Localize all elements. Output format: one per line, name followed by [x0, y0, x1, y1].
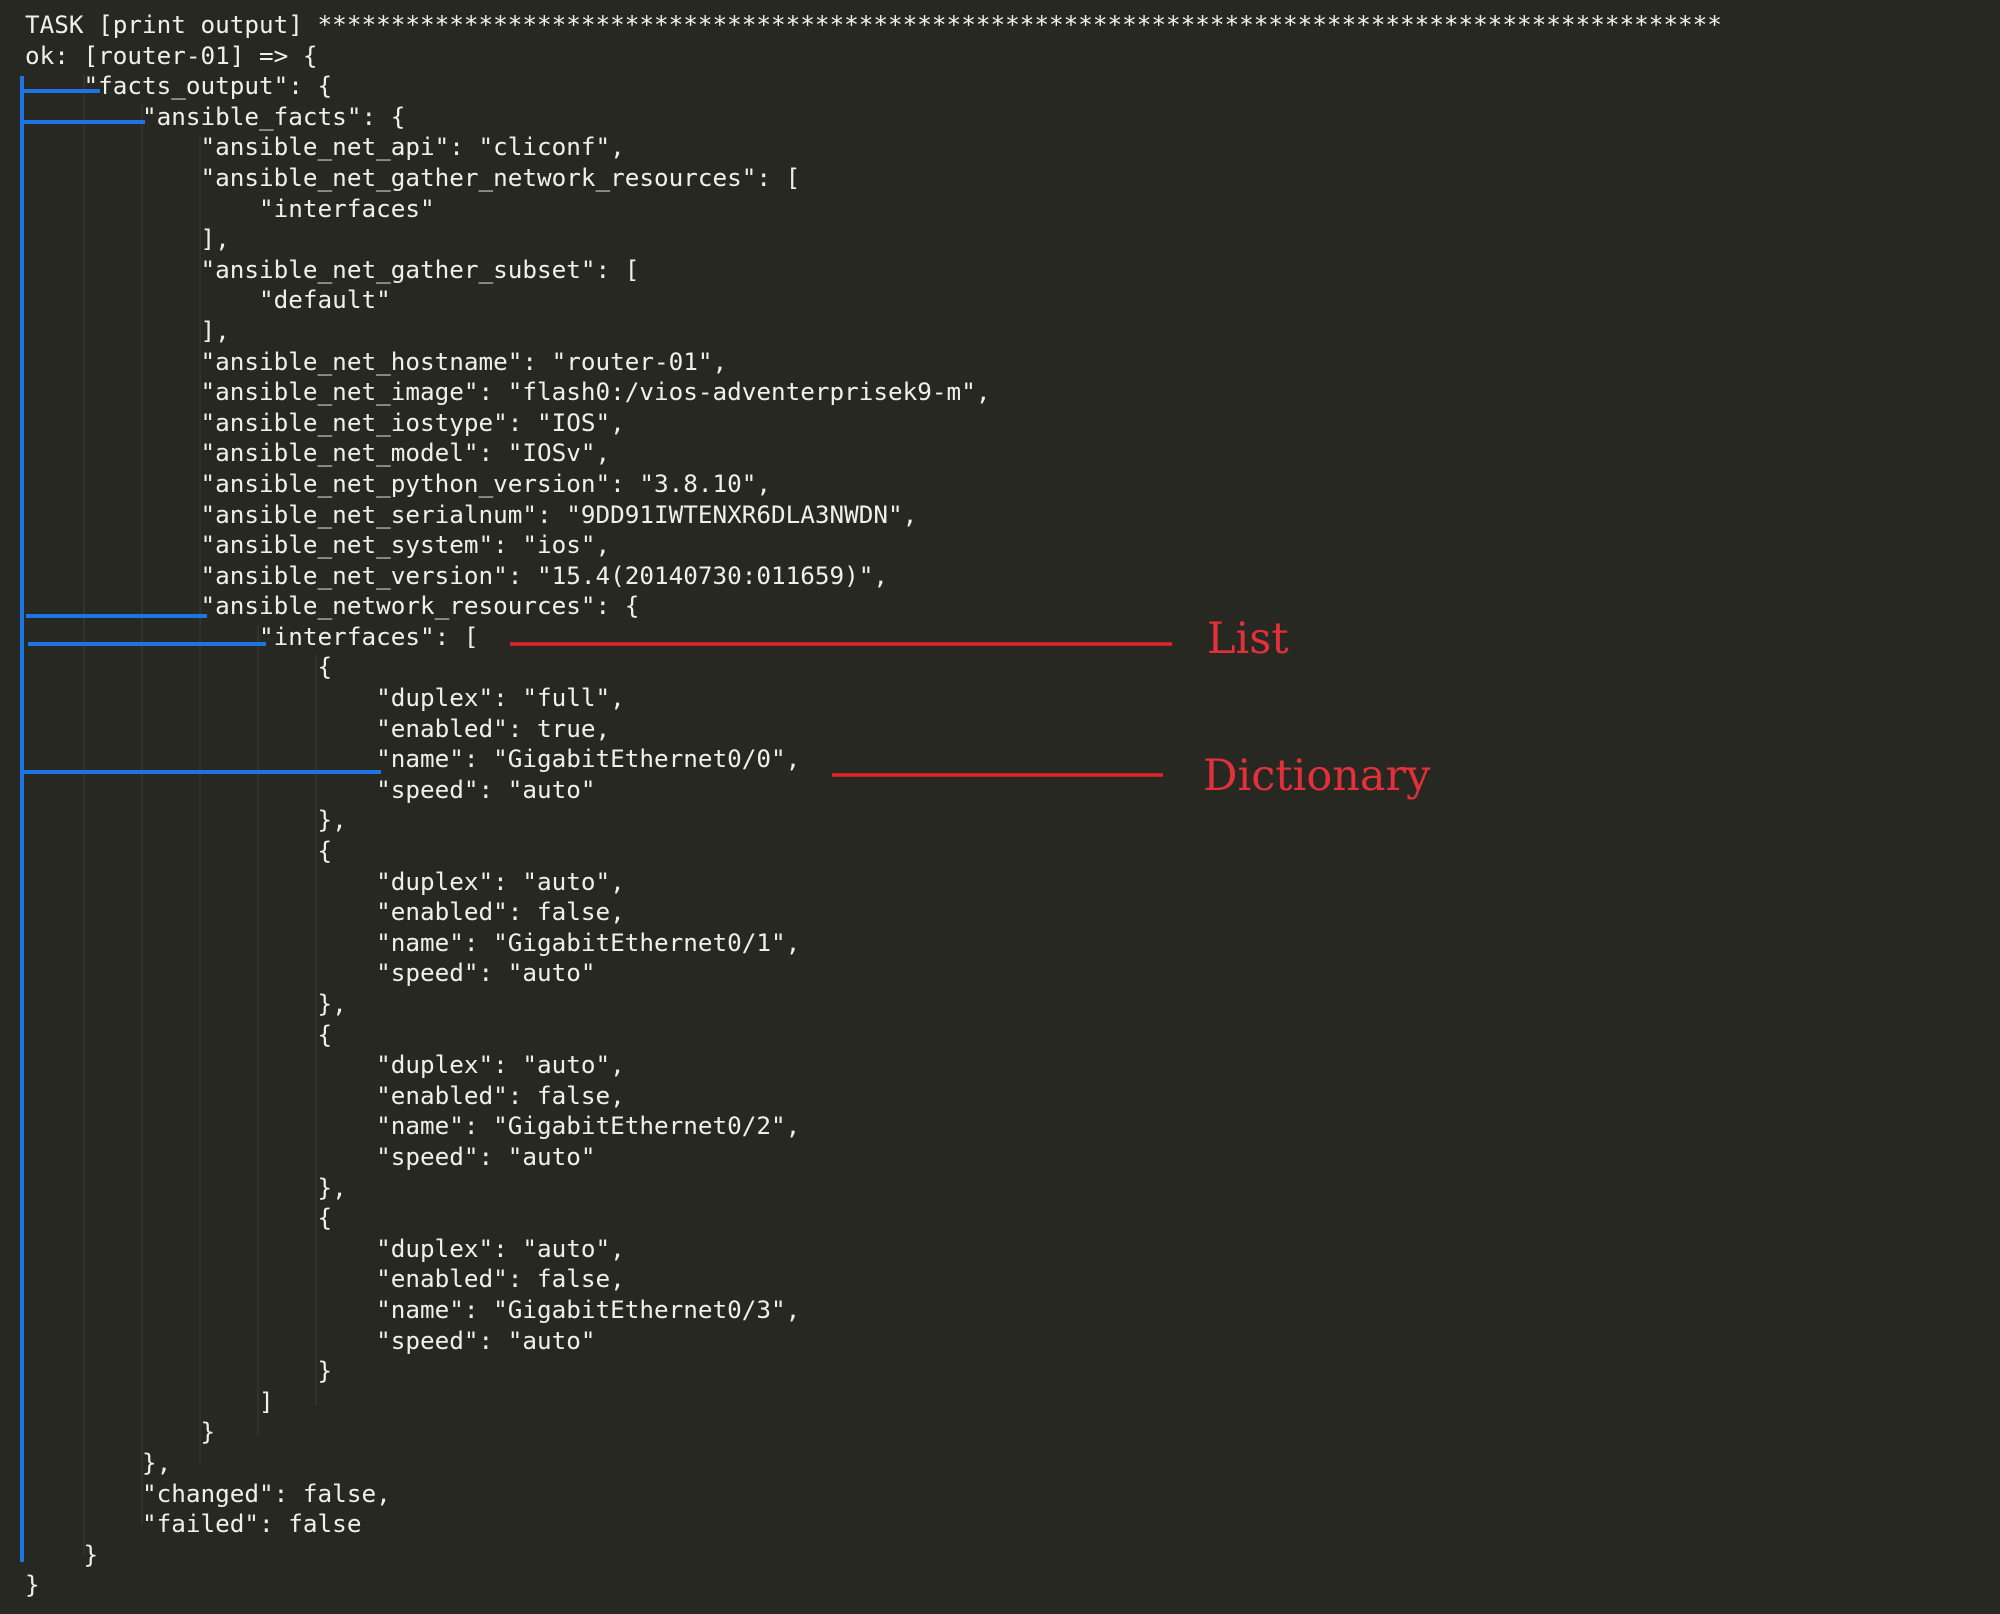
code-line: "name": "GigabitEthernet0/2", — [25, 1111, 801, 1141]
code-line: { — [25, 652, 333, 682]
code-line: "default" — [25, 285, 391, 315]
code-line: ], — [25, 315, 230, 345]
code-line: "enabled": false, — [25, 1080, 625, 1110]
code-line: "interfaces": [ — [25, 621, 479, 651]
code-line: "duplex": "auto", — [25, 866, 625, 896]
code-line: "duplex": "auto", — [25, 1233, 625, 1263]
code-line: "duplex": "full", — [25, 683, 625, 713]
code-line: "name": "GigabitEthernet0/3", — [25, 1294, 801, 1324]
code-line: "speed": "auto" — [25, 1141, 596, 1171]
code-line: "ansible_net_gather_subset": [ — [25, 254, 640, 284]
code-block: TASK [print output] ********************… — [25, 10, 1722, 1601]
code-line: "enabled": false, — [25, 1264, 625, 1294]
code-line: } — [25, 1356, 333, 1386]
list-annotation-label: List — [1207, 614, 1289, 664]
code-line: }, — [25, 1172, 347, 1202]
code-line: "ansible_net_iostype": "IOS", — [25, 407, 625, 437]
dictionary-annotation-label: Dictionary — [1203, 751, 1431, 801]
code-line: "duplex": "auto", — [25, 1050, 625, 1080]
code-line: "speed": "auto" — [25, 1325, 596, 1355]
code-line: "speed": "auto" — [25, 774, 596, 804]
code-line: ok: [router-01] => { — [25, 40, 318, 70]
code-line: "name": "GigabitEthernet0/1", — [25, 927, 801, 957]
code-line: "ansible_net_image": "flash0:/vios-adven… — [25, 377, 991, 407]
code-line: "ansible_net_gather_network_resources": … — [25, 162, 801, 192]
code-line: "ansible_net_model": "IOSv", — [25, 438, 611, 468]
code-line: }, — [25, 805, 347, 835]
code-line: } — [25, 1539, 99, 1569]
code-line: "ansible_net_python_version": "3.8.10", — [25, 468, 772, 498]
code-line: "ansible_net_api": "cliconf", — [25, 132, 625, 162]
code-line: "ansible_net_version": "15.4(20140730:01… — [25, 560, 889, 590]
code-line: ], — [25, 224, 230, 254]
code-line: "enabled": false, — [25, 897, 625, 927]
code-line: "ansible_facts": { — [25, 101, 406, 131]
code-line: } — [25, 1417, 216, 1447]
code-line: { — [25, 1203, 333, 1233]
code-line: }, — [25, 989, 347, 1018]
code-line: { — [25, 836, 333, 866]
code-line: }, — [25, 1447, 172, 1477]
code-line: "changed": false, — [25, 1478, 391, 1508]
code-line: { — [25, 1019, 333, 1049]
code-line: "ansible_net_hostname": "router-01", — [25, 346, 728, 376]
code-line: "ansible_net_system": "ios", — [25, 530, 611, 560]
code-line: "interfaces" — [25, 193, 435, 223]
code-line: "failed": false — [25, 1509, 362, 1539]
code-line: "ansible_network_resources": { — [25, 591, 640, 621]
code-line: } — [25, 1570, 40, 1600]
code-line: "name": "GigabitEthernet0/0", — [25, 744, 801, 774]
code-line: "enabled": true, — [25, 713, 611, 743]
code-line: ] — [25, 1386, 274, 1416]
code-line: "facts_output": { — [25, 71, 333, 101]
code-line: TASK [print output] ********************… — [25, 10, 1722, 39]
code-line: "speed": "auto" — [25, 958, 596, 988]
code-line: "ansible_net_serialnum": "9DD91IWTENXR6D… — [25, 499, 918, 529]
